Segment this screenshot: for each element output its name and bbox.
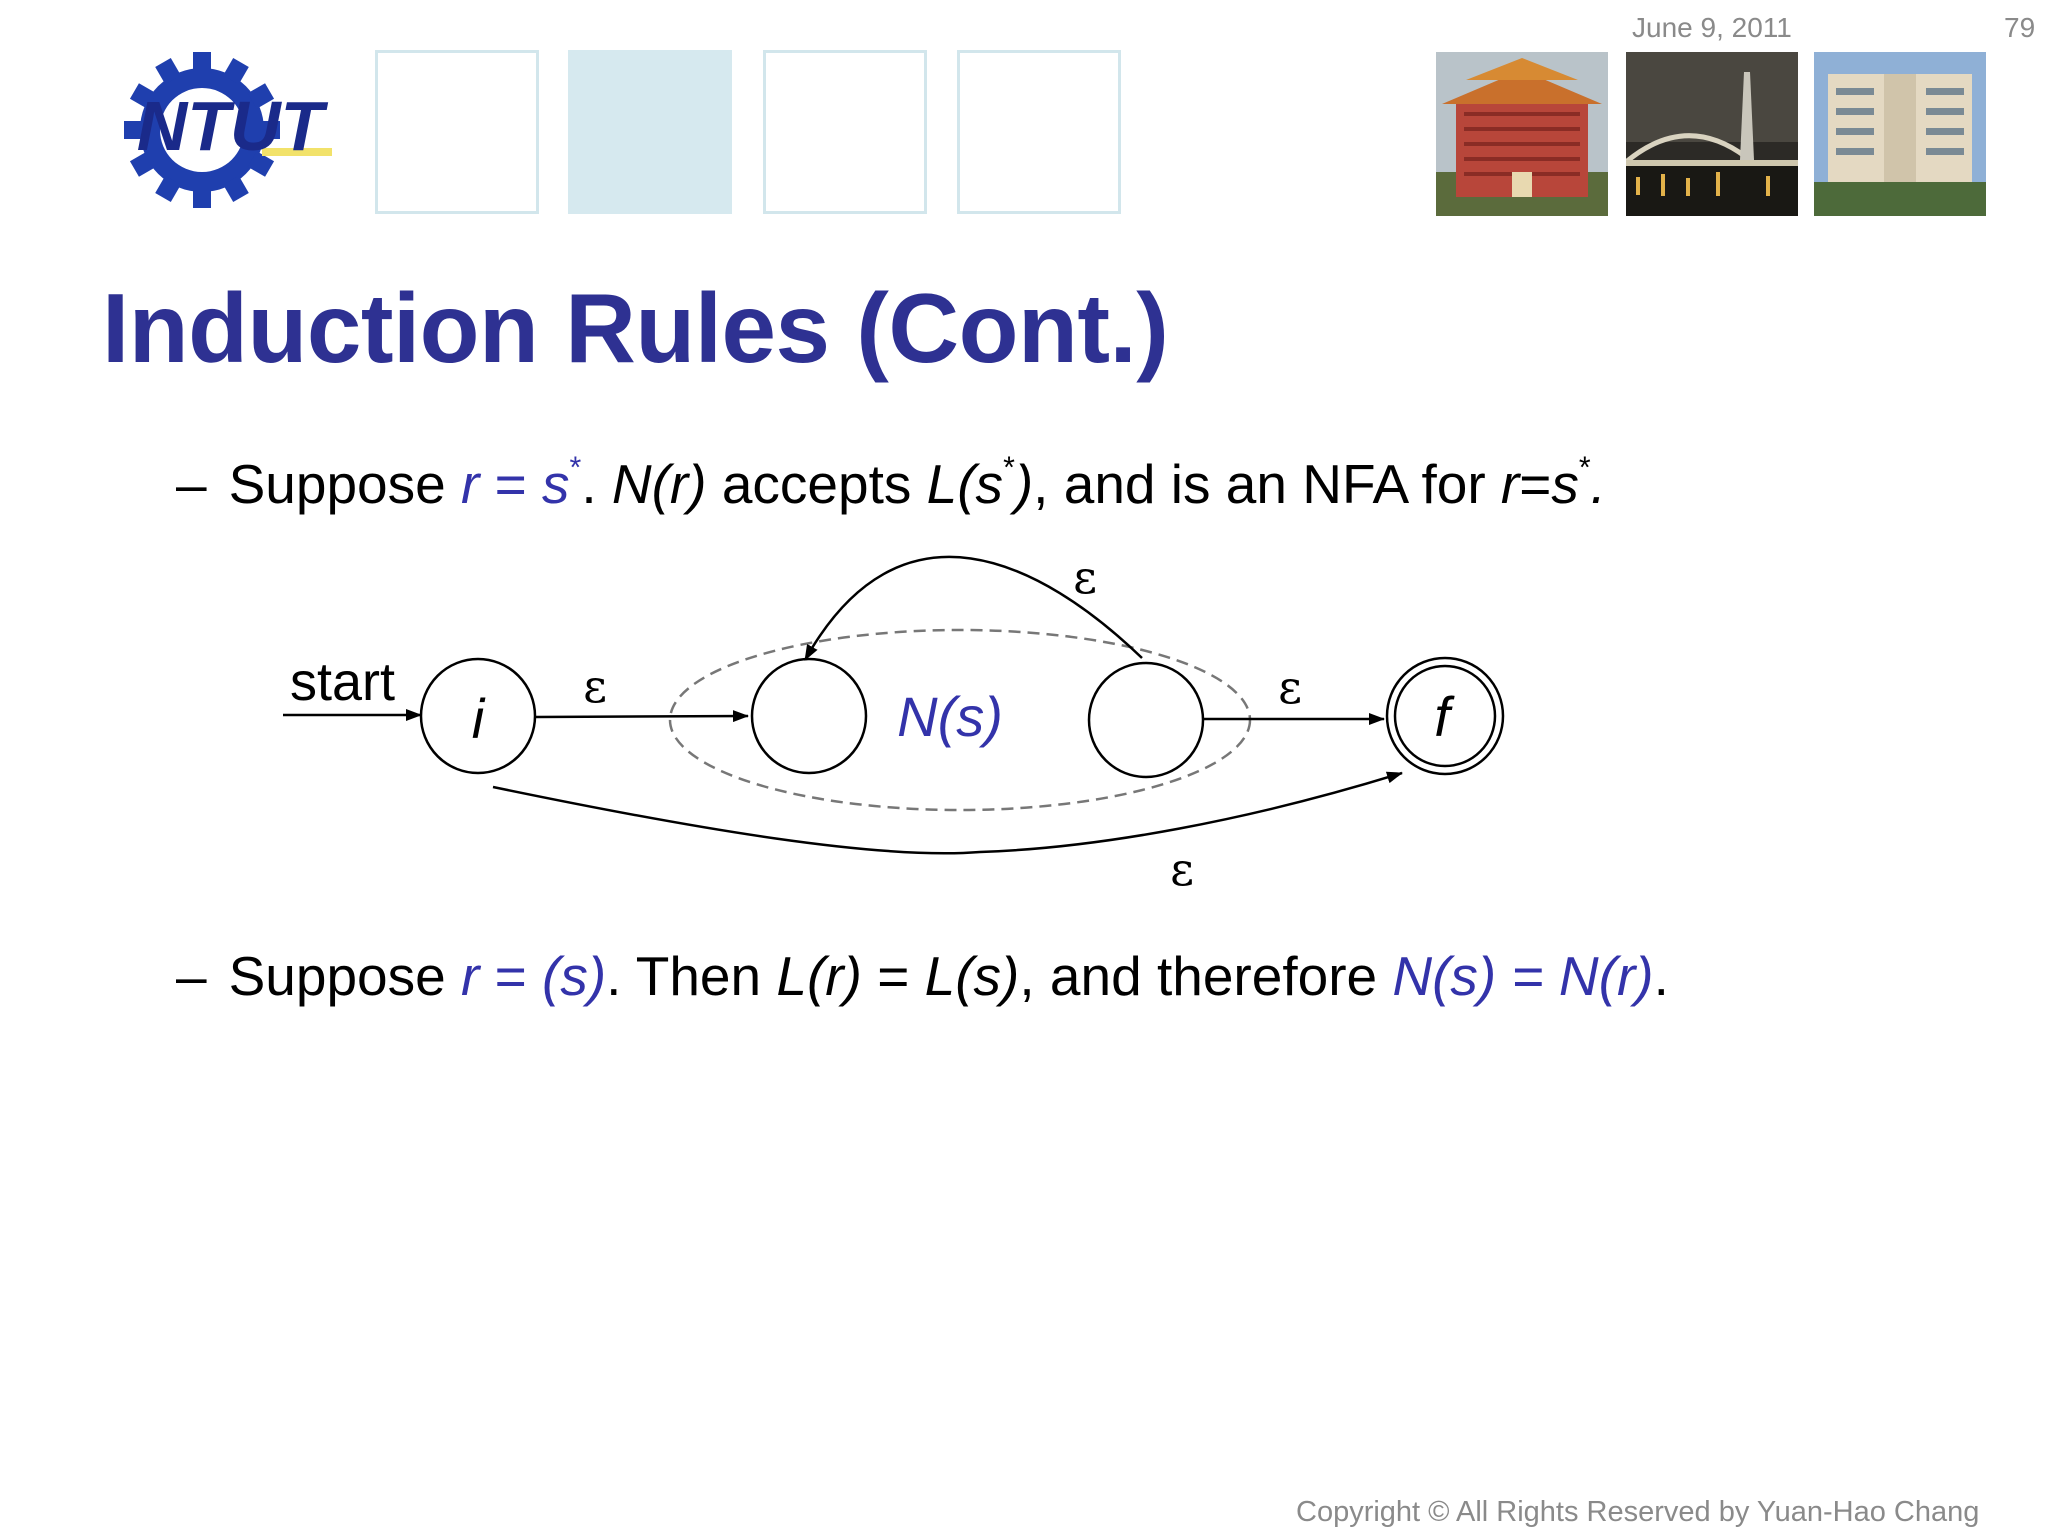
bullet-dash: – bbox=[176, 453, 207, 515]
state-i-label: i bbox=[472, 687, 486, 750]
bullet-paren-rule: –Suppose r = (s). Then L(r) = L(s), and … bbox=[176, 945, 1669, 1007]
epsilon-label-2: ε bbox=[1073, 550, 1097, 604]
temple-building-photo bbox=[1436, 52, 1608, 216]
state-f-inner-ring bbox=[1393, 664, 1497, 768]
epsilon-edge-i-to-ns bbox=[535, 710, 749, 723]
start-label: start bbox=[290, 652, 395, 712]
slide-date: June 9, 2011 bbox=[1632, 12, 1792, 43]
slide-page-number: 79 bbox=[2004, 12, 2036, 43]
ns-label: N(s) bbox=[897, 685, 1003, 748]
ns-start-state bbox=[750, 657, 868, 775]
decorative-square bbox=[763, 50, 927, 214]
epsilon-label-1: ε bbox=[583, 659, 607, 713]
university-logo: NTUT bbox=[112, 50, 342, 210]
slide-title: Induction Rules (Cont.) bbox=[102, 273, 1169, 383]
gear-logo-icon: NTUT bbox=[124, 52, 332, 208]
decorative-square bbox=[957, 50, 1121, 214]
epsilon-loop-back-edge bbox=[803, 555, 1143, 661]
ns-accept-state bbox=[1087, 661, 1205, 779]
night-bridge-photo bbox=[1626, 52, 1798, 216]
bullet-dash: – bbox=[176, 945, 207, 1007]
decorative-square bbox=[375, 50, 539, 214]
copyright-footer: Copyright © All Rights Reserved by Yuan-… bbox=[1296, 1496, 1980, 1528]
epsilon-bypass-edge bbox=[492, 771, 1403, 855]
epsilon-label-4: ε bbox=[1170, 842, 1194, 896]
logo-text: NTUT bbox=[137, 87, 329, 165]
decorative-square-filled bbox=[568, 50, 732, 214]
state-f bbox=[1385, 656, 1505, 776]
campus-building-photo bbox=[1814, 52, 1986, 216]
state-i bbox=[419, 657, 537, 775]
epsilon-label-3: ε bbox=[1278, 660, 1302, 714]
bullet-star-rule: –Suppose r = s*. N(r) accepts L(s*), and… bbox=[176, 451, 1606, 515]
